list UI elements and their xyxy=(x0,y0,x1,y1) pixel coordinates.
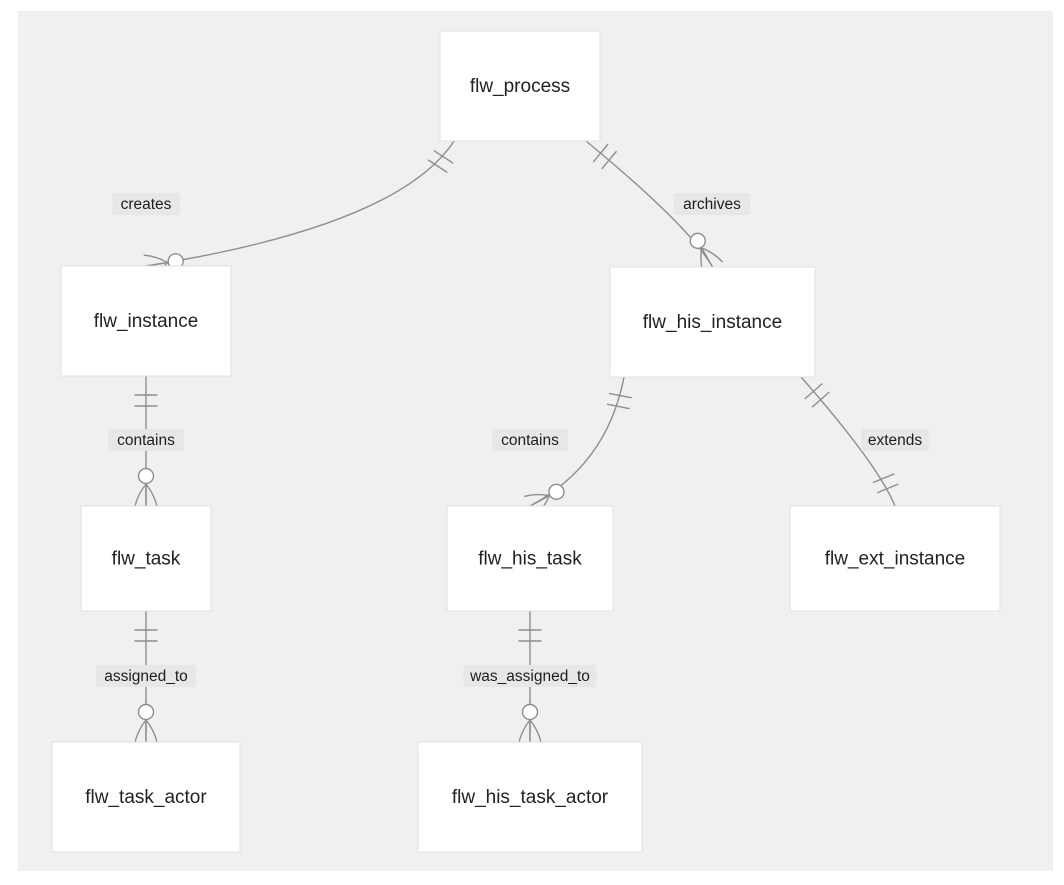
relationship-label-text: was_assigned_to xyxy=(469,668,590,685)
entity-label: flw_his_task xyxy=(478,549,582,570)
relationship-label-text: contains xyxy=(501,432,559,449)
label-highlight xyxy=(112,193,180,215)
crowsfoot-prong xyxy=(145,483,158,507)
crowsfoot-prong xyxy=(134,483,147,507)
entity-flw_his_task_actor[interactable]: flw_his_task_actor xyxy=(417,741,643,853)
crowsfoot-prong xyxy=(700,247,714,268)
relationship-creates[interactable] xyxy=(143,140,455,278)
label-highlight xyxy=(463,665,597,687)
cardinality-one-tick xyxy=(427,159,448,173)
entity-box[interactable] xyxy=(789,505,1001,612)
relationship-label-contains_instance_task: contains xyxy=(108,429,184,451)
relationship-extends[interactable] xyxy=(800,376,899,507)
entity-label: flw_process xyxy=(470,76,570,97)
relationship-label-contains_his_instance_his_task: contains xyxy=(492,429,568,451)
relationship-label-text: contains xyxy=(117,432,175,449)
entity-flw_process[interactable]: flw_process xyxy=(439,30,601,142)
entity-flw_task[interactable]: flw_task xyxy=(80,505,212,612)
entity-box[interactable] xyxy=(51,741,241,853)
cardinality-zero-circle xyxy=(137,703,155,721)
relationship-label-creates: creates xyxy=(112,193,180,215)
label-highlight xyxy=(674,193,750,215)
relationship-label-extends: extends xyxy=(861,429,929,451)
entity-layer: flw_process flw_instance flw_his_instancef… xyxy=(51,30,1001,853)
entity-label: flw_task xyxy=(112,549,181,570)
entity-box[interactable] xyxy=(609,266,816,378)
cardinality-one-tick xyxy=(811,391,830,408)
entity-label: flw_his_instance xyxy=(643,312,782,333)
cardinality-zero-circle xyxy=(689,232,706,250)
entity-box[interactable] xyxy=(60,265,232,377)
relationship-label-was_assigned_to: was_assigned_to xyxy=(463,665,597,687)
cardinality-one-tick xyxy=(876,483,899,494)
crowsfoot-prong xyxy=(529,494,551,507)
crowsfoot-prong xyxy=(143,254,169,264)
label-highlight xyxy=(861,429,929,451)
cardinality-one-tick xyxy=(601,150,617,170)
crowsfoot-prong xyxy=(700,247,723,263)
relationship-label-text: extends xyxy=(868,432,923,449)
crowsfoot-prong xyxy=(524,493,551,498)
cardinality-one-tick xyxy=(804,383,823,400)
crowsfoot-prong xyxy=(134,719,147,743)
cardinality-one-tick xyxy=(606,403,630,410)
crowsfoot-prong xyxy=(145,719,158,743)
entity-flw_his_task[interactable]: flw_his_task xyxy=(446,505,614,612)
entity-flw_task_actor[interactable]: flw_task_actor xyxy=(51,741,241,853)
cardinality-zero-circle xyxy=(137,467,155,485)
crowsfoot-prong xyxy=(518,719,531,743)
entity-label: flw_ext_instance xyxy=(825,549,965,570)
entity-label: flw_his_task_actor xyxy=(452,787,609,808)
entity-flw_instance[interactable]: flw_instance xyxy=(60,265,232,377)
relationship-label-archives: archives xyxy=(674,193,750,215)
relationship-line[interactable] xyxy=(145,140,455,267)
relationship-label-text: archives xyxy=(683,196,741,213)
relationship-label-text: creates xyxy=(121,196,172,213)
label-highlight xyxy=(108,429,184,451)
relationship-line[interactable] xyxy=(800,376,896,507)
entity-box[interactable] xyxy=(446,505,614,612)
entity-box[interactable] xyxy=(80,505,212,612)
entity-box[interactable] xyxy=(417,741,643,853)
cardinality-one-tick xyxy=(433,150,454,164)
crowsfoot-prong xyxy=(145,261,169,267)
relationship-label-layer: creates archives contains contains extends as… xyxy=(95,193,929,687)
relationship-label-text: assigned_to xyxy=(104,668,188,685)
cardinality-one-tick xyxy=(872,473,895,484)
entity-flw_ext_instance[interactable]: flw_ext_instance xyxy=(789,505,1001,612)
cardinality-zero-circle xyxy=(548,483,565,501)
entity-label: flw_task_actor xyxy=(85,787,207,808)
entity-flw_his_instance[interactable]: flw_his_instance xyxy=(609,266,816,378)
entity-box[interactable] xyxy=(439,30,601,142)
cardinality-zero-circle xyxy=(521,703,539,721)
cardinality-one-tick xyxy=(608,392,632,399)
crowsfoot-prong xyxy=(529,719,542,743)
label-highlight xyxy=(492,429,568,451)
cardinality-one-tick xyxy=(592,143,609,163)
entity-label: flw_instance xyxy=(94,311,199,332)
relationship-label-assigned_to: assigned_to xyxy=(95,665,197,687)
label-highlight xyxy=(95,665,197,687)
relationship-archives[interactable] xyxy=(585,140,723,274)
